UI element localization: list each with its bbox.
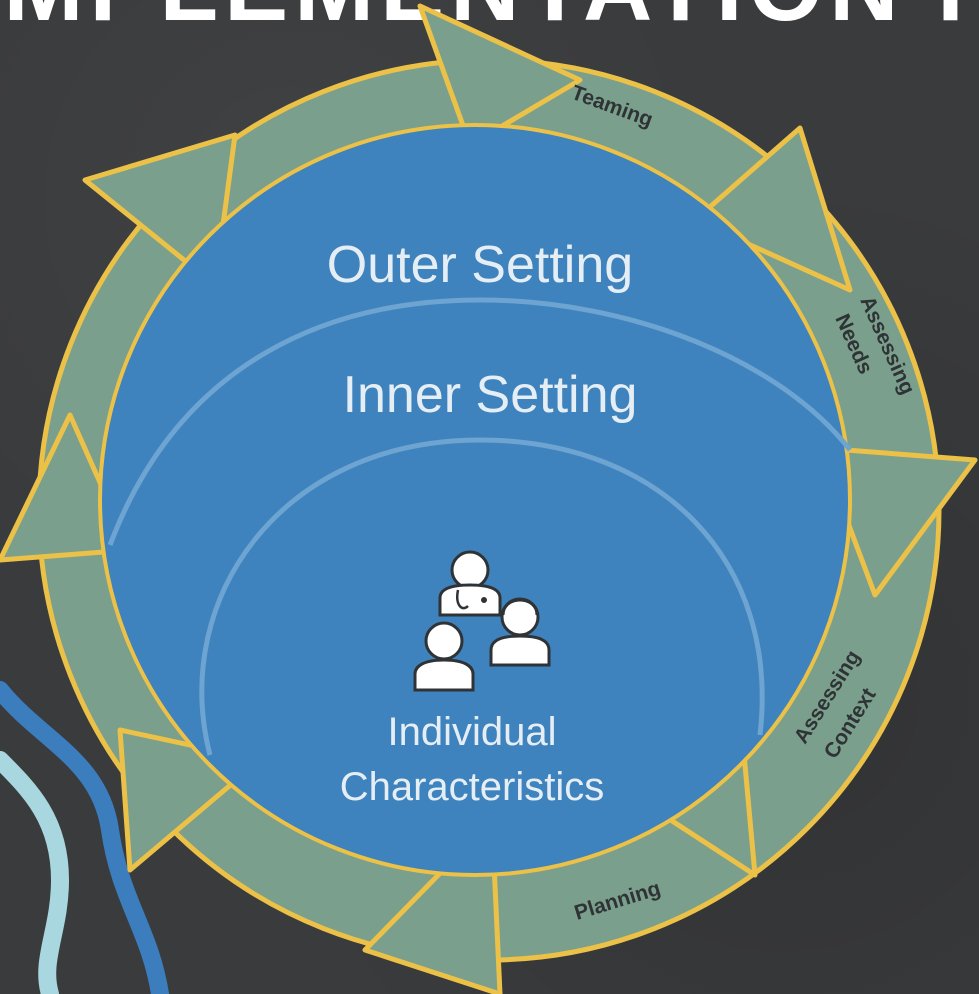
- banner-title: IMPLEMENTATION P: [0, 0, 979, 41]
- clinician-icon: [438, 550, 502, 617]
- individual-label-line1: Individual: [387, 710, 556, 754]
- outer-setting-disc: [98, 123, 852, 877]
- wave-light: [0, 751, 70, 994]
- individual-label-line2: Characteristics: [340, 765, 605, 809]
- arrow-head-assessing-needs: [692, 125, 853, 293]
- inner-setting-label: Inner Setting: [343, 366, 638, 424]
- man-icon: [413, 621, 475, 692]
- individual-arc: [199, 437, 765, 756]
- wave-dark: [0, 681, 169, 994]
- woman-icon: [489, 597, 551, 667]
- arrow-head-teaming: [417, 3, 583, 148]
- outer-setting-label: Outer Setting: [327, 236, 633, 294]
- inner-setting-arc: [107, 297, 852, 546]
